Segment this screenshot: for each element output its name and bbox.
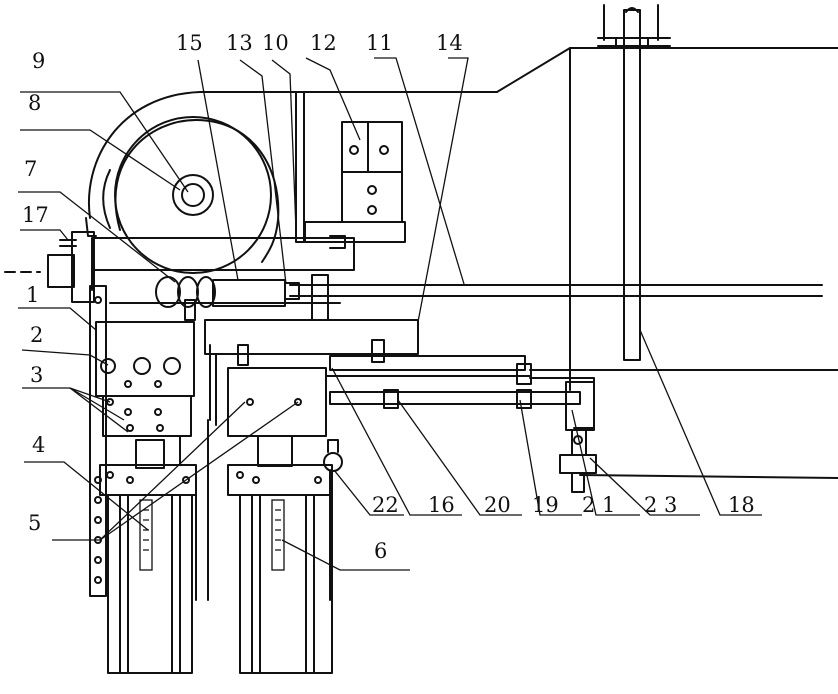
label-4: 4 [32,433,45,457]
label-20: 20 [484,493,511,517]
cylinders [325,355,595,429]
bracket-block [341,121,403,223]
part-labels: 9 8 7 17 1 2 3 4 5 6 15 13 10 12 11 14 2… [22,31,755,563]
block-14 [204,319,419,355]
cutter-bar [212,279,300,307]
label-19: 19 [532,493,559,517]
mid-plate [109,274,341,321]
label-15: 15 [176,31,203,55]
sensor [323,439,343,501]
vertical-shaft [597,4,671,361]
label-17: 17 [22,203,49,227]
label-12: 12 [310,31,337,55]
support-column [295,91,406,249]
pulley [114,116,272,274]
label-2: 2 [30,323,43,347]
machine-housing [496,47,838,479]
label-5: 5 [28,511,41,535]
label-1: 1 [26,283,39,307]
side-plate [4,231,95,303]
label-18: 18 [728,493,755,517]
left-column [89,285,197,674]
label-6: 6 [374,539,387,563]
long-rod [289,284,823,297]
label-16: 16 [428,493,455,517]
right-column [207,419,333,674]
label-7: 7 [24,157,37,181]
label-9: 9 [32,49,45,73]
nozzle [559,381,597,493]
upper-beam [91,237,355,291]
label-8: 8 [28,91,41,115]
label-14: 14 [436,31,463,55]
label-3: 3 [30,363,43,387]
label-13: 13 [226,31,253,55]
leader-lines [18,57,762,571]
label-10: 10 [262,31,289,55]
label-21: 2 1 [582,493,615,517]
label-11: 11 [366,31,393,55]
label-22: 22 [372,493,399,517]
right-block [209,339,385,437]
label-23: 2 3 [644,493,677,517]
